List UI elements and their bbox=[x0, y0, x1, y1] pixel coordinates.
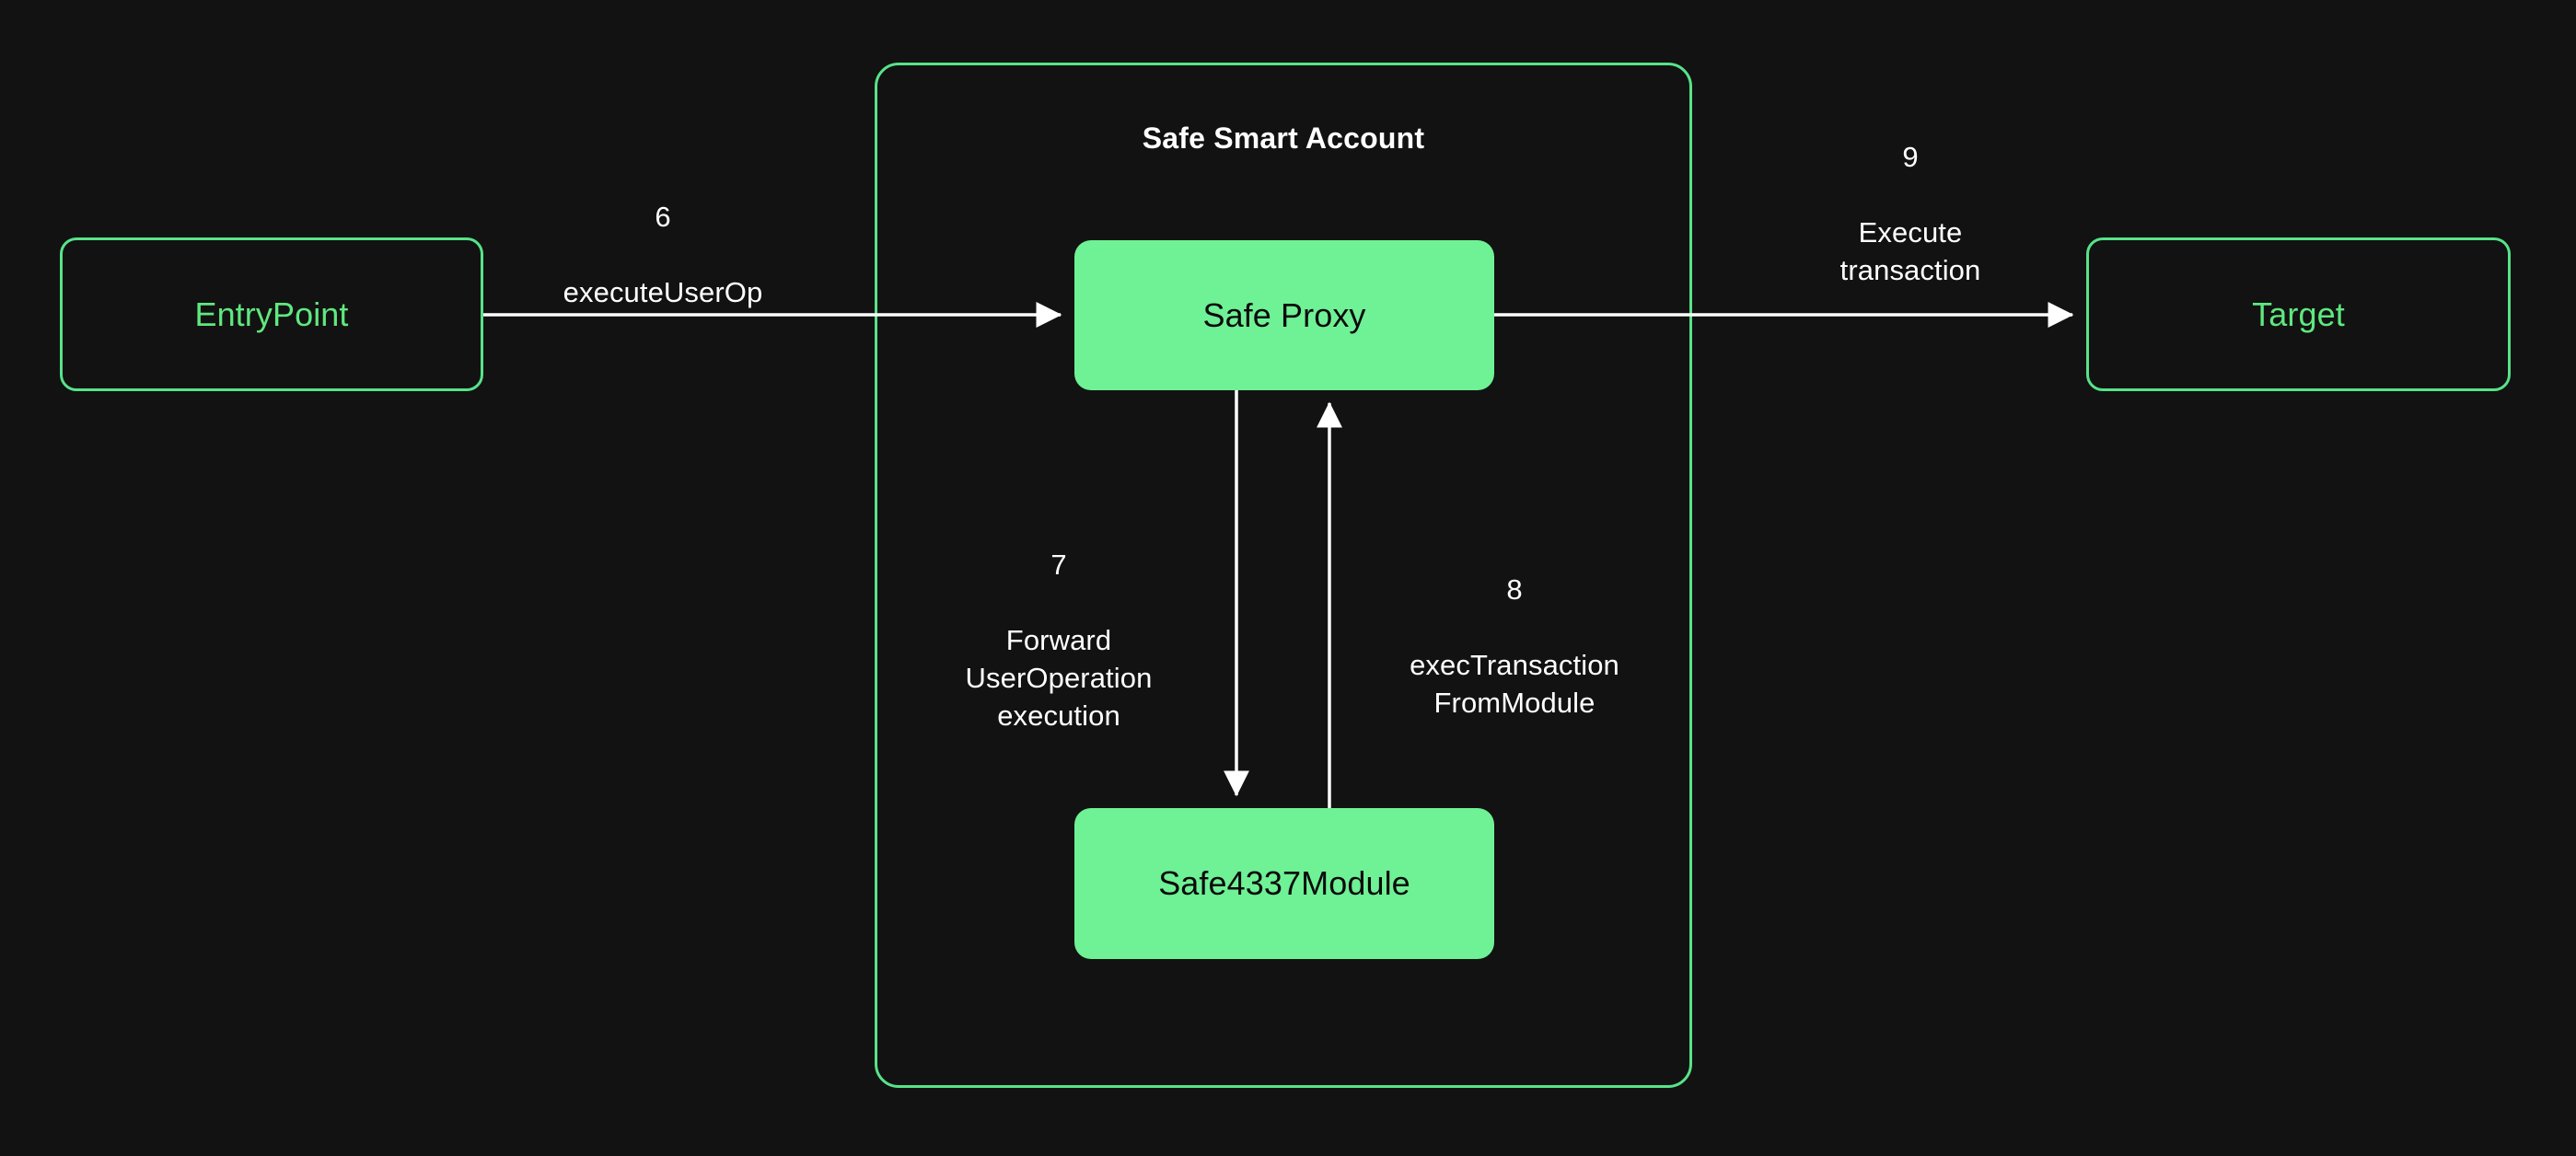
edge-label-6: 6 executeUserOp bbox=[516, 161, 810, 312]
edge-text-8: execTransaction FromModule bbox=[1410, 648, 1619, 719]
edge-label-8: 8 execTransaction FromModule bbox=[1363, 534, 1666, 722]
node-safe4337module[interactable]: Safe4337Module bbox=[1074, 808, 1494, 959]
edge-number-7: 7 bbox=[1050, 548, 1067, 581]
edge-number-9: 9 bbox=[1902, 140, 1919, 173]
node-entrypoint[interactable]: EntryPoint bbox=[60, 237, 483, 391]
safe-smart-account-group-title: Safe Smart Account bbox=[1142, 121, 1425, 155]
edge-text-9: Execute transaction bbox=[1839, 215, 1981, 286]
node-safe4337module-label: Safe4337Module bbox=[1158, 864, 1410, 903]
node-target[interactable]: Target bbox=[2086, 237, 2511, 391]
node-safe-proxy[interactable]: Safe Proxy bbox=[1074, 240, 1494, 390]
node-target-label: Target bbox=[2252, 295, 2345, 333]
edge-text-7: Forward UserOperation execution bbox=[965, 623, 1153, 732]
edge-label-7: 7 Forward UserOperation execution bbox=[921, 509, 1197, 734]
safe-smart-account-group bbox=[875, 63, 1692, 1088]
node-safe-proxy-label: Safe Proxy bbox=[1202, 295, 1366, 334]
edge-number-6: 6 bbox=[655, 200, 671, 233]
edge-number-8: 8 bbox=[1506, 572, 1523, 606]
node-entrypoint-label: EntryPoint bbox=[194, 295, 349, 333]
edge-text-6: executeUserOp bbox=[563, 275, 763, 308]
edge-label-9: 9 Execute transaction bbox=[1749, 101, 2071, 290]
